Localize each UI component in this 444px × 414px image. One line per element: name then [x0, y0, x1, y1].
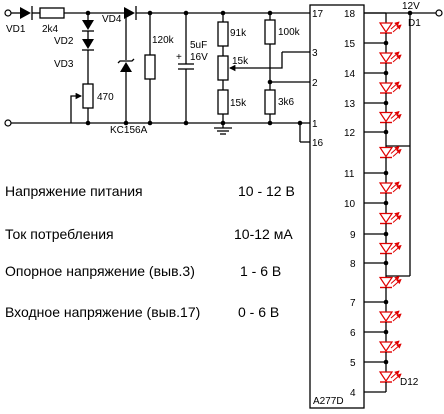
led-d10	[378, 302, 402, 332]
pin-4: 4	[350, 388, 356, 399]
resistor-91k	[217, 21, 229, 47]
input-terminal-bottom	[4, 119, 12, 127]
spec-value-input: 0 - 6 В	[238, 304, 280, 320]
label-16v: 16V	[190, 52, 208, 63]
pin-18: 18	[344, 9, 356, 20]
label-d1: D1	[408, 18, 421, 29]
spec-value-current: 10-12 мА	[234, 226, 293, 242]
capacitor-5uf: +	[176, 13, 194, 123]
label-100k: 100k	[278, 27, 301, 38]
pin-9: 9	[350, 230, 356, 241]
resistor-3k6	[264, 89, 276, 115]
pin-3: 3	[312, 48, 318, 59]
led-d1	[378, 13, 402, 43]
pin-14: 14	[344, 69, 356, 80]
diode-vd4	[124, 6, 137, 20]
input-terminal-top	[4, 9, 12, 17]
supply-terminal	[435, 9, 443, 17]
svg-text:+: +	[176, 52, 182, 63]
label-12v: 12V	[402, 1, 420, 12]
label-a277d: A277D	[313, 396, 344, 407]
trimmer-470	[82, 83, 94, 109]
pin-17: 17	[312, 9, 324, 20]
label-vd4: VD4	[102, 14, 122, 25]
trimmer-15k	[217, 55, 229, 81]
led-d2	[378, 43, 402, 73]
pin-11: 11	[344, 169, 355, 180]
led-d6	[378, 173, 402, 203]
diode-string-vd2-vd3	[82, 13, 94, 84]
led-d4	[378, 103, 402, 132]
led-d8	[378, 234, 402, 263]
resistor-2k4	[39, 7, 65, 19]
resistor-100k	[264, 19, 276, 45]
label-91k: 91k	[230, 28, 247, 39]
label-vd1: VD1	[6, 24, 26, 35]
label-kc156a: KC156A	[110, 125, 148, 136]
led-d7	[378, 203, 402, 234]
led-d3	[378, 73, 402, 103]
pin-12: 12	[344, 128, 356, 139]
pin-8: 8	[350, 259, 356, 270]
bottom-rail	[11, 122, 310, 143]
spec-name: Опорное напряжение (выв.3)	[5, 263, 195, 279]
pin-5: 5	[350, 358, 356, 369]
pin-15: 15	[344, 39, 356, 50]
spec-name: Ток потребления	[5, 226, 114, 242]
spec-row-supply: Напряжение питания	[5, 183, 143, 199]
label-120k: 120k	[152, 35, 175, 46]
diode-vd1	[20, 6, 33, 20]
spec-value-reference: 1 - 6 В	[240, 263, 282, 279]
spec-row-current: Ток потребления	[5, 226, 114, 242]
label-470: 470	[97, 92, 114, 103]
pin-6: 6	[350, 328, 356, 339]
resistor-15k	[217, 89, 229, 115]
pin-1: 1	[312, 119, 318, 130]
label-5uf: 5uF	[190, 40, 207, 51]
spec-name: Входное напряжение (выв.17)	[5, 304, 201, 320]
led-d5	[378, 132, 402, 173]
led-d9	[378, 263, 402, 302]
label-vd2: VD2	[54, 36, 74, 47]
label-vd3: VD3	[54, 59, 74, 70]
pin-13: 13	[344, 99, 356, 110]
led-chain	[364, 12, 402, 393]
pin-10: 10	[344, 199, 356, 210]
junction-dots	[85, 10, 303, 126]
label-3k6: 3k6	[278, 97, 295, 108]
spec-name: Напряжение питания	[5, 183, 143, 199]
resistor-120k	[144, 54, 156, 80]
pin-7: 7	[350, 298, 356, 309]
ic-a277d	[309, 4, 365, 409]
pin-16: 16	[312, 138, 324, 149]
pin-2: 2	[312, 78, 318, 89]
label-2k4: 2k4	[42, 24, 59, 35]
label-15k: 15k	[230, 98, 247, 109]
spec-value-supply: 10 - 12 В	[238, 183, 295, 199]
led-d12	[378, 362, 402, 392]
spec-row-input: Входное напряжение (выв.17)	[5, 304, 200, 320]
spec-row-reference: Опорное напряжение (выв.3)	[5, 263, 195, 279]
led-d11	[378, 332, 402, 362]
zener-kc156a	[117, 13, 135, 123]
label-15k-trimmer: 15k	[232, 56, 249, 67]
label-d12: D12	[400, 377, 419, 388]
